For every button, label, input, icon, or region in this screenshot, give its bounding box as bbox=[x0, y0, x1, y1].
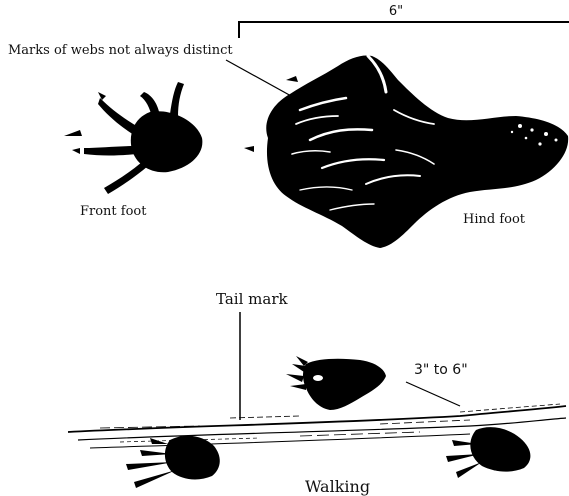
webs-note-label: Marks of webs not always distinct bbox=[8, 43, 233, 58]
stride-pointer-line bbox=[406, 382, 460, 406]
front-foot-label: Front foot bbox=[80, 204, 147, 219]
scale-bracket bbox=[239, 22, 569, 38]
walking-print-hind bbox=[286, 356, 386, 410]
front-foot-print bbox=[64, 82, 202, 194]
walking-print-front-highlight bbox=[313, 375, 323, 381]
walking-label: Walking bbox=[305, 477, 370, 496]
stride-label: 3" to 6" bbox=[414, 362, 468, 378]
scale-label: 6" bbox=[389, 4, 403, 19]
tail-mark-label: Tail mark bbox=[216, 290, 288, 308]
walking-print-front-left bbox=[126, 436, 220, 488]
hind-foot-label: Hind foot bbox=[463, 212, 526, 227]
